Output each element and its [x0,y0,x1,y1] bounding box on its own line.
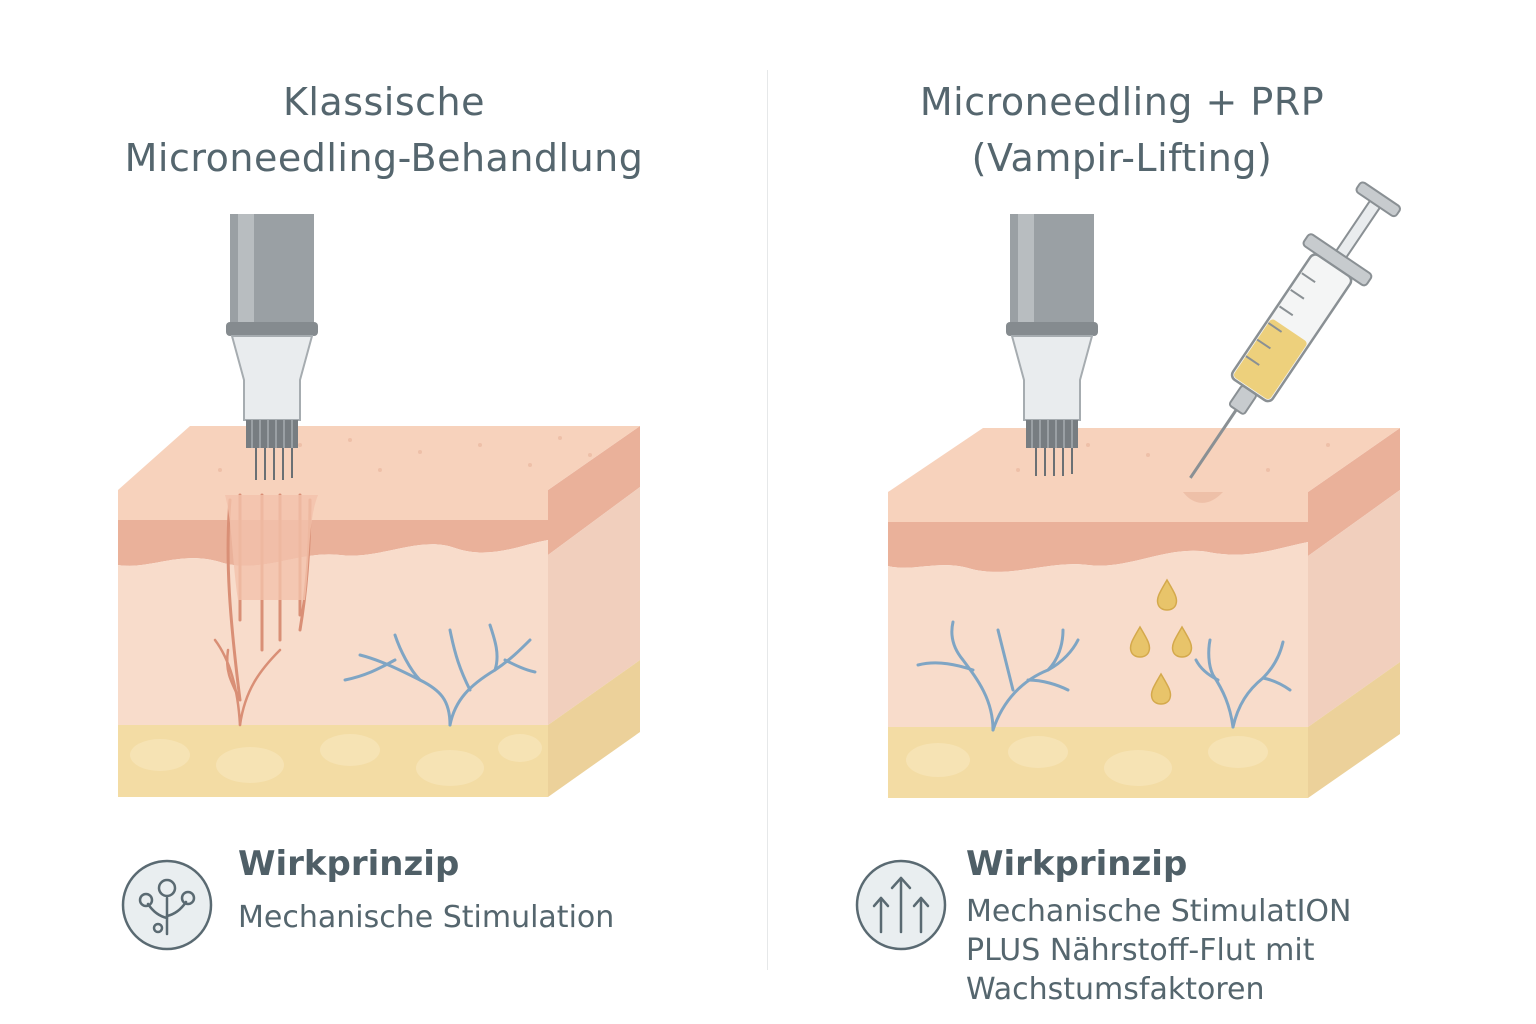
wound-roots [213,638,282,727]
epidermis-layer [888,492,1308,522]
skin-block-illustration [118,214,640,797]
epidermis-layer [118,490,548,520]
needle-wound-highlight [225,495,318,600]
title-line-2: (Vampir-Lifting) [971,136,1273,180]
fat-cells [906,736,1268,786]
principle-line-1: Mechanische Stimulation [238,900,615,935]
principle-line-2: PLUS Nährstoff-Flut mit [966,933,1315,968]
blood-vessels-left [916,620,1080,732]
injection-dimple [1183,492,1223,503]
principle-heading: Wirkprinzip [238,844,460,884]
principle-description: Mechanische Stimulation [238,898,614,937]
dermis-layer [118,540,548,725]
principle-line-3: Wachstumsfaktoren [966,972,1265,1007]
panel-title: Klassische Microneedling-Behandlung [0,74,768,186]
panel-classic-microneedling: Klassische Microneedling-Behandlung [0,74,768,951]
title-line-1: Microneedling + PRP [919,80,1325,124]
skin-pores [1016,443,1330,472]
title-line-2: Microneedling-Behandlung [124,136,644,180]
principle-heading: Wirkprinzip [966,844,1188,884]
dermis-band-layer [118,520,548,566]
fat-cells [130,734,542,786]
skin-surface [888,428,1400,492]
dermis-layer [888,542,1308,727]
blood-vessels-right [1194,638,1292,729]
skin-pores [218,436,592,472]
principle-line-1: Mechanische StimulatION [966,894,1352,929]
principle-description: Mechanische StimulatION PLUS Nährstoff-F… [966,892,1351,1009]
microneedling-pen [226,214,318,480]
microneedling-pen [1006,214,1098,476]
prp-droplets [1129,578,1193,705]
upward-arrows-icon [855,859,947,951]
panel-divider [767,70,768,970]
title-line-1: Klassische [282,80,486,124]
blood-vessels [343,623,537,727]
panel-microneedling-prp: Microneedling + PRP (Vampir-Lifting) [768,0,1536,1024]
panel-title: Microneedling + PRP (Vampir-Lifting) [708,74,1536,186]
skin-block-prp-illustration [888,181,1401,798]
skin-surface [118,426,640,490]
cell-growth-icon [121,859,213,951]
skin-block-side [548,426,640,797]
dermis-band-layer [888,522,1308,572]
skin-block-side [1308,428,1400,798]
prp-syringe [1189,181,1401,479]
